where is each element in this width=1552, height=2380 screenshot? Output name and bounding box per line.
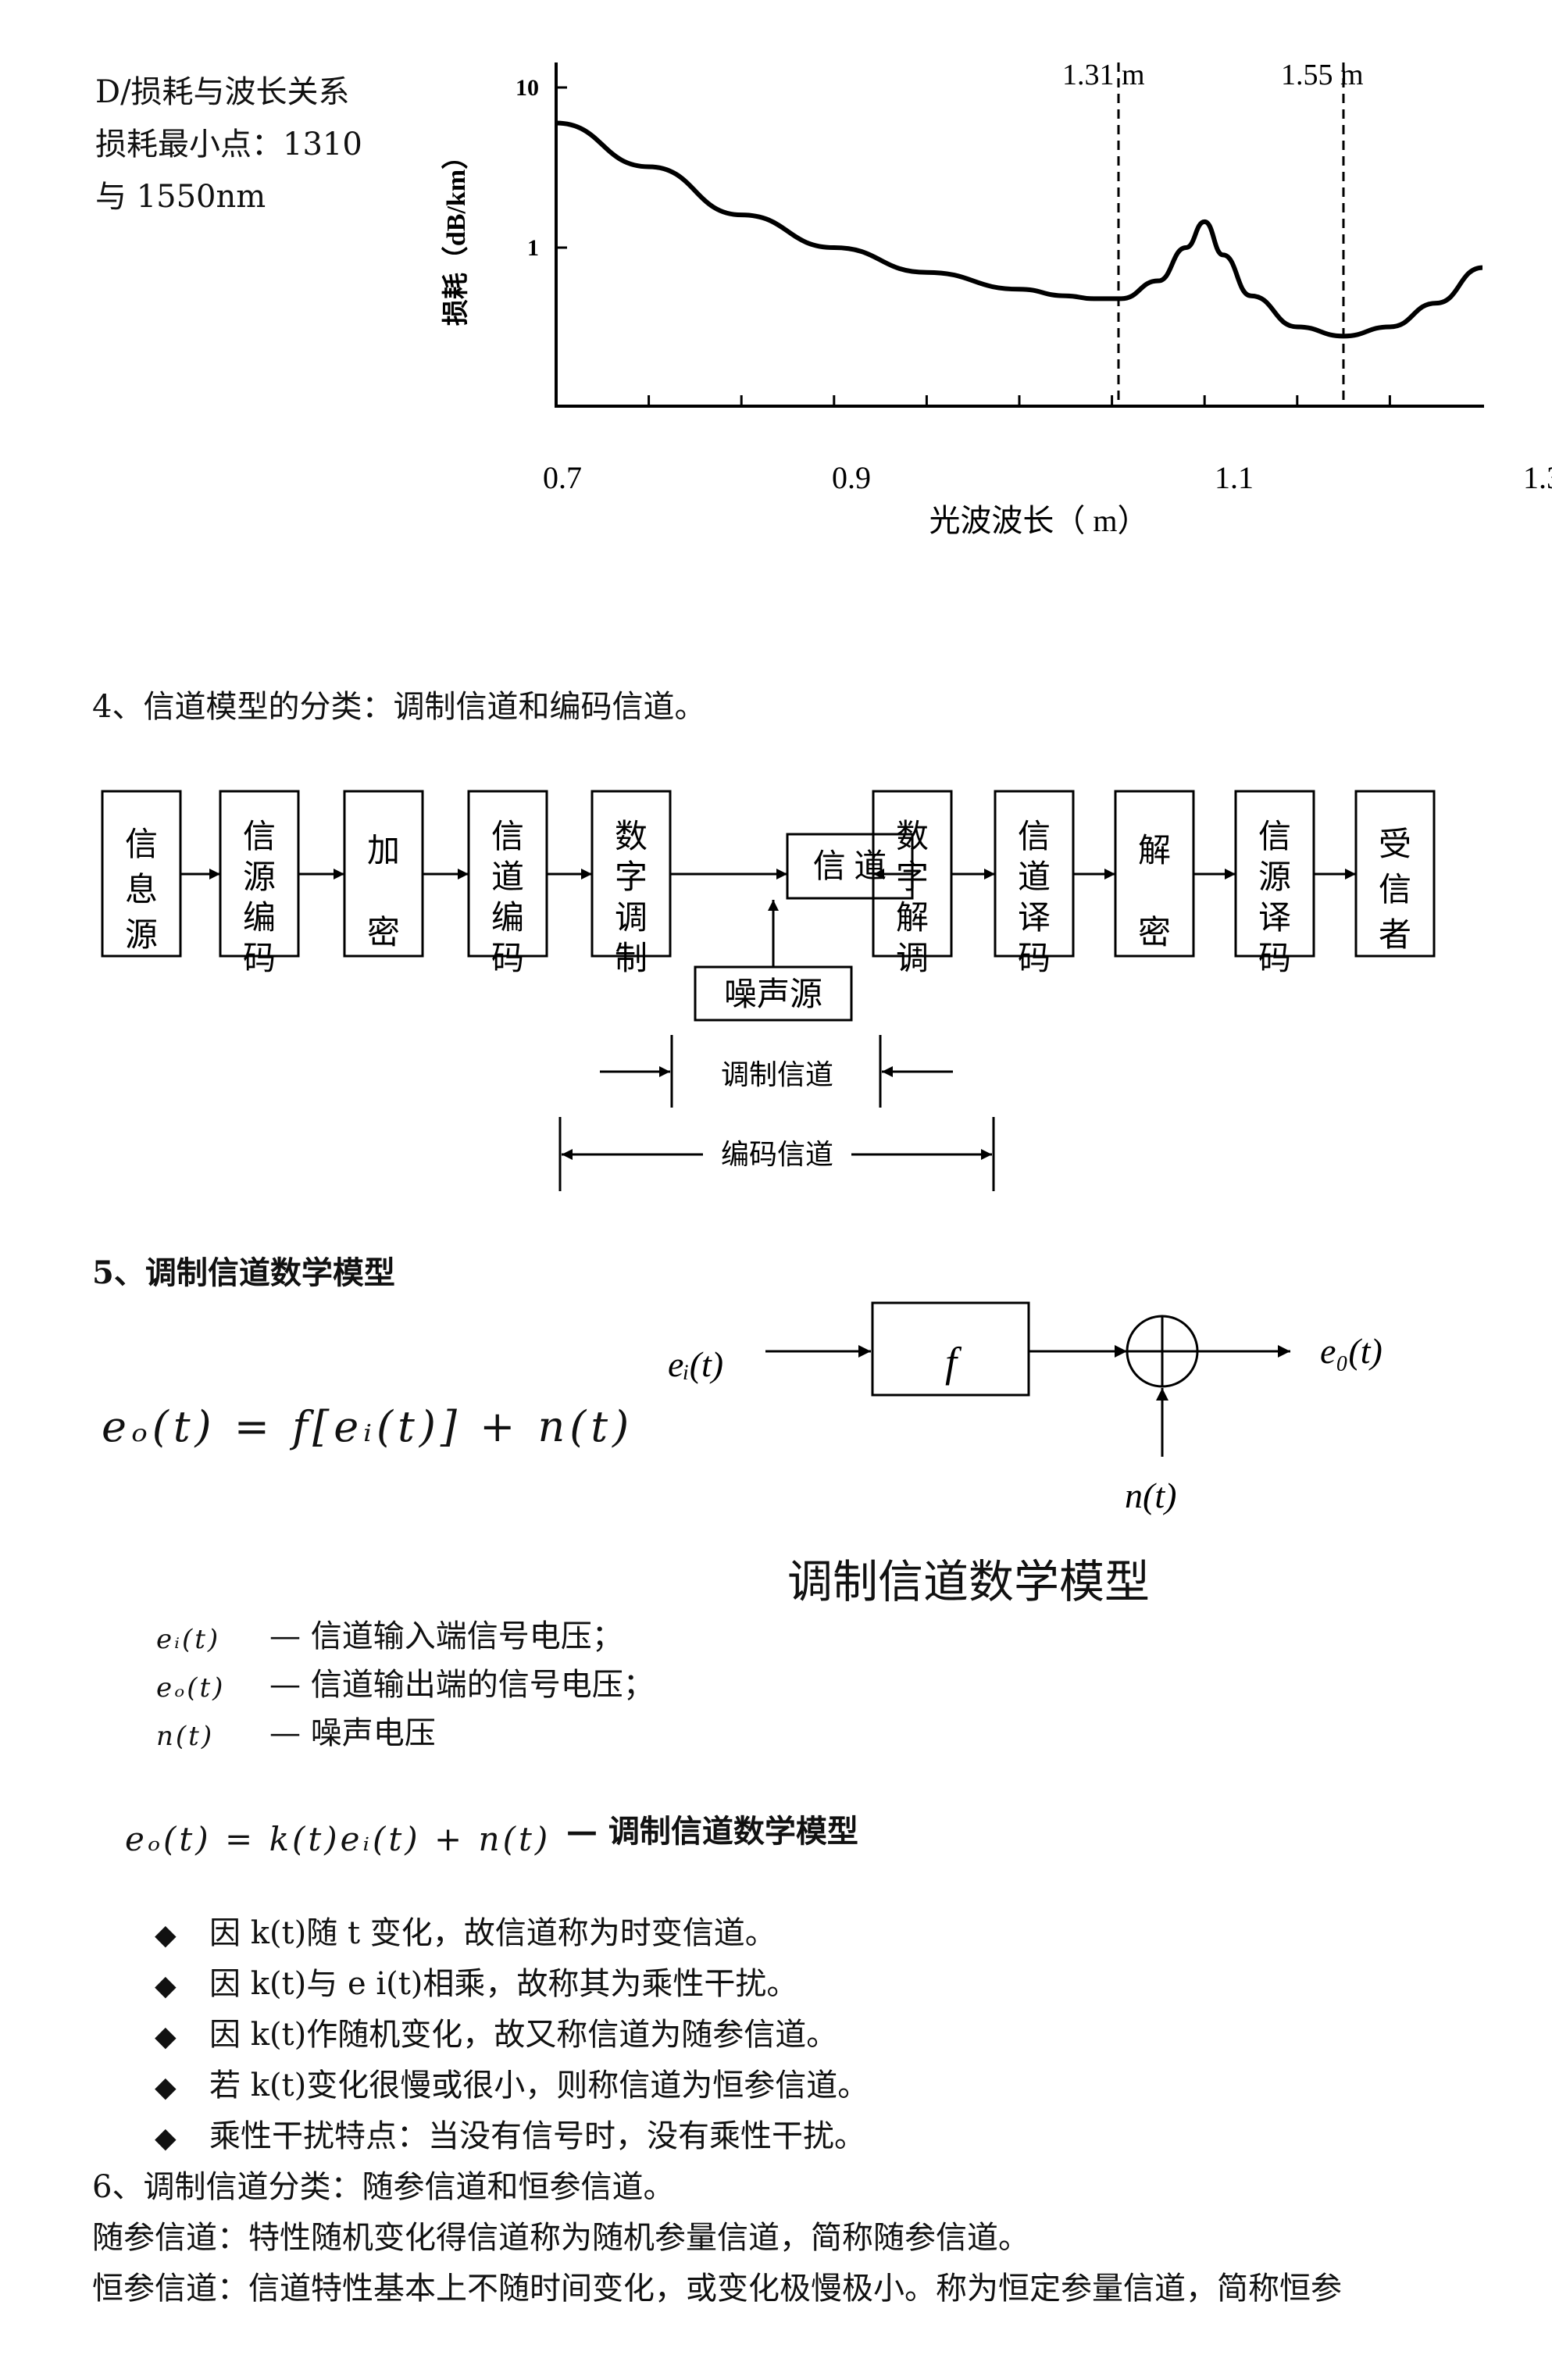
- block-char: 加: [367, 833, 400, 869]
- x-axis-label: 光波波长（ m）: [929, 503, 1148, 538]
- block-char: 字: [896, 859, 929, 896]
- block-char: 解: [896, 901, 929, 937]
- block-char: 受: [1379, 827, 1411, 863]
- bullet-diamond-icon: ◆: [155, 2071, 177, 2103]
- section6-para-2: 恒参信道：信道特性基本上不随时间变化，或变化极慢极小。称为恒定参量信道，简称恒参: [92, 2271, 1342, 2307]
- x-tick-label: 1.3: [1523, 460, 1552, 495]
- block-char: 密: [1138, 915, 1171, 951]
- bullet-diamond-icon: ◆: [155, 1919, 177, 1951]
- bullet-diamond-icon: ◆: [155, 2122, 177, 2154]
- block-char: 调: [896, 941, 929, 977]
- bullet-diamond-icon: ◆: [155, 1970, 177, 2002]
- block-char: 数: [896, 819, 929, 855]
- block-char: 制: [615, 941, 648, 977]
- definition-symbol: n(t): [156, 1721, 215, 1752]
- block-char: 调: [615, 901, 648, 937]
- noise-signal-label: n(t): [1125, 1475, 1176, 1515]
- note-line-1: D/损耗与波长关系: [95, 74, 350, 110]
- note-line-3: 与 1550nm: [95, 179, 266, 215]
- section5-heading: 5、调制信道数学模型: [92, 1254, 395, 1291]
- bullet-text: 因 k(t)作随机变化，故又称信道为随参信道。: [209, 2017, 838, 2053]
- definition-text: — 信道输入端信号电压；: [269, 1618, 623, 1654]
- section6-heading: 6、调制信道分类：随参信道和恒参信道。: [92, 2169, 675, 2205]
- block-char: 信: [125, 827, 158, 863]
- block-char: 码: [1258, 941, 1291, 977]
- equation-2: eₒ(t) = k(t)eᵢ(t) + n(t): [125, 1820, 551, 1858]
- input-signal-label: eᵢ(t): [668, 1344, 723, 1384]
- noise-source-label: 噪声源: [724, 977, 822, 1013]
- diagram-block: [786, 833, 914, 900]
- block-label: 信 道: [813, 849, 887, 885]
- block-char: 信: [1258, 819, 1291, 855]
- block-char: 译: [1018, 901, 1051, 937]
- block-char: 道: [1018, 860, 1051, 896]
- definition-symbol: eₒ(t): [156, 1672, 226, 1704]
- bullet-text: 因 k(t)随 t 变化，故信道称为时变信道。: [209, 1915, 776, 1951]
- output-signal-label: e₀(t): [1320, 1331, 1383, 1371]
- bullet-text: 乘性干扰特点：当没有信号时，没有乘性干扰。: [209, 2118, 865, 2154]
- block-char: 源: [1258, 860, 1291, 896]
- block-char: 译: [1258, 901, 1291, 937]
- block-char: 解: [1138, 833, 1171, 869]
- block-char: 源: [125, 918, 158, 954]
- bullet-text: 若 k(t)变化很慢或很小，则称信道为恒参信道。: [209, 2068, 869, 2103]
- diagram-block: [1354, 790, 1436, 958]
- note-line-2: 损耗最小点：1310: [95, 127, 362, 162]
- marker-label: 1.55 m: [1281, 59, 1364, 91]
- block-char: 信: [243, 819, 276, 855]
- block-char: 者: [1379, 918, 1411, 954]
- block-char: 息: [125, 872, 158, 908]
- equation-2-label: — 调制信道数学模型: [566, 1813, 858, 1850]
- loss-wavelength-chart: 10 1 0.7 0.9 1.1 1.3 损耗（dB/km） 光波波长（ m） 1.31 m 1.…: [441, 59, 1552, 538]
- block-char: 道: [491, 860, 524, 896]
- block-char: 码: [243, 941, 276, 977]
- mod-channel-label: 调制信道: [721, 1059, 833, 1090]
- equation-1: eₒ(t) = f[eᵢ(t)] + n(t): [102, 1402, 634, 1451]
- math-model-diagram: eᵢ(t) f e₀(t) n(t): [668, 1301, 1383, 1515]
- y-axis-label: 损耗（dB/km）: [441, 143, 471, 326]
- block-char: 码: [491, 941, 524, 977]
- bullet-diamond-icon: ◆: [155, 2021, 177, 2053]
- f-block-label: f: [945, 1339, 962, 1386]
- x-tick-label: 0.7: [543, 460, 582, 495]
- x-tick-label: 1.1: [1215, 460, 1254, 495]
- definition-text: — 噪声电压: [269, 1715, 436, 1751]
- y-tick-label: 10: [516, 75, 539, 101]
- loss-curve: [555, 120, 1483, 339]
- block-char: 密: [367, 915, 400, 951]
- block-char: 码: [1018, 941, 1051, 977]
- bullet-text: 因 k(t)与 e i(t)相乘，故称其为乘性干扰。: [209, 1966, 798, 2002]
- block-char: 信: [1379, 872, 1411, 908]
- section6-para-1: 随参信道：特性随机变化得信道称为随机参量信道，简称随参信道。: [92, 2220, 1029, 2256]
- f-block: [871, 1301, 1030, 1397]
- math-model-caption: 调制信道数学模型: [787, 1555, 1151, 1608]
- definition-text: — 信道输出端的信号电压；: [269, 1667, 655, 1703]
- x-tick-label: 0.9: [832, 460, 871, 495]
- block-char: 编: [491, 901, 524, 937]
- section4-heading: 4、信道模型的分类：调制信道和编码信道。: [92, 689, 706, 725]
- code-channel-label: 编码信道: [721, 1139, 833, 1170]
- block-char: 源: [243, 860, 276, 896]
- block-char: 信: [491, 819, 524, 855]
- block-char: 编: [243, 901, 276, 937]
- block-char: 字: [615, 859, 648, 896]
- y-tick-label: 1: [527, 235, 539, 261]
- block-char: 信: [1018, 819, 1051, 855]
- block-char: 数: [615, 819, 648, 855]
- marker-label: 1.31 m: [1062, 59, 1145, 91]
- definition-symbol: eᵢ(t): [156, 1624, 221, 1655]
